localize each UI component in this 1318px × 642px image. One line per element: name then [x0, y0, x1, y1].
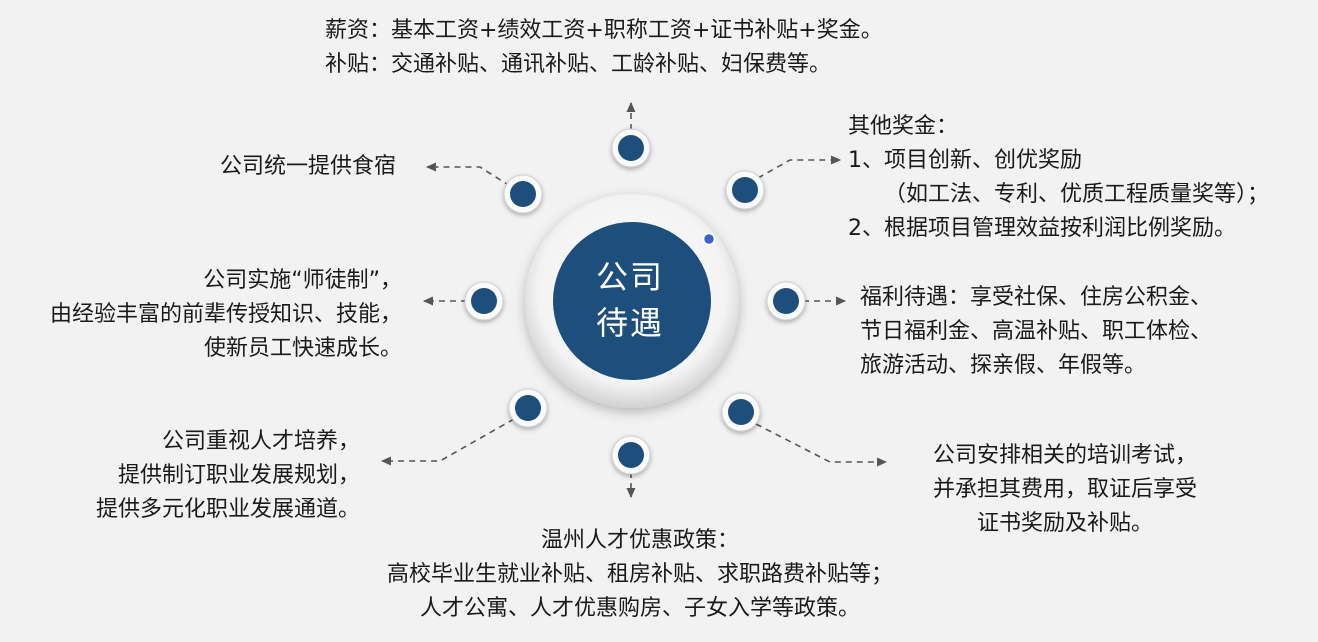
- policy-line: 人才公寓、人才优惠购房、子女入学等政策。: [419, 596, 860, 621]
- welfare-line: 节日福利金、高温补贴、职工体检、: [860, 319, 1213, 344]
- center-title-line2: 待遇: [595, 304, 664, 342]
- connector-bottom-right: [755, 423, 888, 467]
- salary-text: 薪资：基本工资+绩效工资+职称工资+证书补贴+奖金。 补贴：交通补贴、通讯补贴、…: [325, 14, 883, 82]
- policy-line: 高校毕业生就业补贴、租房补贴、求职路费补贴等；: [386, 562, 893, 587]
- node-career: [508, 388, 548, 428]
- node-career-dot: [515, 395, 541, 421]
- node-training: [721, 392, 761, 432]
- bonus-line: 其他奖金：: [848, 114, 959, 139]
- mentor-line: 由经验丰富的前辈传授知识、技能，: [49, 302, 402, 327]
- center-title: 公司 待遇: [560, 254, 700, 346]
- node-salary-dot: [618, 135, 644, 161]
- mentor-text: 公司实施“师徒制”， 由经验丰富的前辈传授知识、技能， 使新员工快速成长。: [10, 264, 402, 366]
- salary-line: 薪资：基本工资+绩效工资+职称工资+证书补贴+奖金。: [325, 18, 883, 43]
- career-text: 公司重视人才培养， 提供制订职业发展规划， 提供多元化职业发展通道。: [60, 425, 360, 527]
- welfare-text: 福利待遇：享受社保、住房公积金、 节日福利金、高温补贴、职工体检、 旅游活动、探…: [860, 281, 1212, 383]
- mentor-line: 使新员工快速成长。: [203, 336, 402, 361]
- training-line: 证书奖励及补贴。: [976, 511, 1153, 536]
- node-bonus: [725, 170, 765, 210]
- connector-top-right: [757, 155, 842, 179]
- career-line: 提供制订职业发展规划，: [117, 463, 360, 488]
- node-lodging: [503, 174, 543, 214]
- policy-line: 温州人才优惠政策：: [540, 528, 739, 553]
- bonus-line: 1、项目创新、创优奖励: [848, 148, 1082, 173]
- node-bonus-dot: [732, 177, 758, 203]
- welfare-line: 福利待遇：享受社保、住房公积金、: [860, 285, 1213, 310]
- connector-bottom-left: [380, 418, 515, 466]
- node-training-dot: [728, 399, 754, 425]
- accent-dot: [702, 232, 716, 246]
- bonus-line: 2、根据项目管理效益按利润比例奖励。: [848, 216, 1236, 241]
- node-mentor: [464, 281, 504, 321]
- node-salary: [611, 128, 651, 168]
- node-welfare: [766, 281, 806, 321]
- center-title-line1: 公司: [595, 258, 664, 296]
- salary-line: 补贴：交通补贴、通讯补贴、工龄补贴、妇保费等。: [325, 52, 832, 77]
- mentor-line: 公司实施“师徒制”，: [203, 268, 402, 293]
- node-policy-dot: [618, 442, 644, 468]
- training-line: 公司安排相关的培训考试，: [932, 443, 1197, 468]
- node-mentor-dot: [471, 288, 497, 314]
- node-policy: [611, 435, 651, 475]
- training-line: 并承担其费用，取证后享受: [932, 477, 1197, 502]
- bonus-text: 其他奖金： 1、项目创新、创优奖励 （如工法、专利、优质工程质量奖等）； 2、根…: [848, 110, 1269, 246]
- training-text: 公司安排相关的培训考试， 并承担其费用，取证后享受 证书奖励及补贴。: [910, 439, 1220, 541]
- policy-text: 温州人才优惠政策： 高校毕业生就业补贴、租房补贴、求职路费补贴等； 人才公寓、人…: [360, 524, 920, 626]
- connector-top-left: [425, 162, 511, 187]
- node-lodging-dot: [510, 181, 536, 207]
- welfare-line: 旅游活动、探亲假、年假等。: [860, 353, 1147, 378]
- career-line: 公司重视人才培养，: [161, 429, 360, 454]
- lodging-text: 公司统一提供食宿: [150, 150, 396, 184]
- center-node: [525, 194, 739, 408]
- lodging-line: 公司统一提供食宿: [219, 154, 396, 179]
- bonus-line: （如工法、专利、优质工程质量奖等）；: [884, 182, 1270, 207]
- career-line: 提供多元化职业发展通道。: [95, 497, 360, 522]
- node-welfare-dot: [773, 288, 799, 314]
